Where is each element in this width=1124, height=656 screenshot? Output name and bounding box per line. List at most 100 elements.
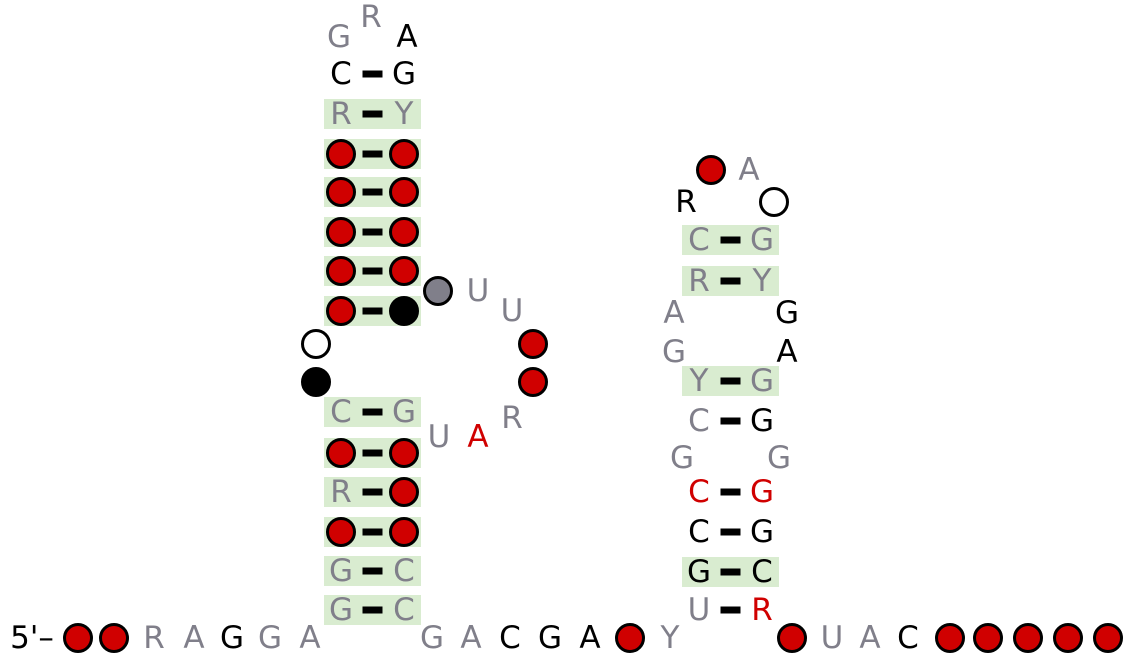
nucleotide-letter: A [299,620,320,656]
nucleotide-circle [389,139,419,169]
nucleotide-circle [326,296,356,326]
base-pair-bond [720,377,741,385]
nucleotide-letter: U [821,620,844,656]
base-pair-bond [362,150,383,158]
nucleotide-letter: G [750,222,774,258]
base-pair-bond [362,110,383,118]
nucleotide-letter: A [738,152,759,188]
nucleotide-circle [759,187,789,217]
base-pair-bond [362,449,383,457]
nucleotide-circle [389,296,419,326]
nucleotide-letter: G [767,440,791,476]
nucleotide-circle [1013,623,1043,653]
nucleotide-letter: C [688,514,710,550]
nucleotide-circle [696,155,726,185]
nucleotide-letter: A [396,19,417,55]
base-pair-bond [362,408,383,416]
nucleotide-circle [389,517,419,547]
base-pair-bond [362,70,383,78]
nucleotide-letter: Y [689,363,709,399]
nucleotide-letter: C [330,394,352,430]
nucleotide-letter: C [688,403,710,439]
nucleotide-letter: G [329,592,353,628]
nucleotide-circle [1053,623,1083,653]
base-pair-bond [362,188,383,196]
nucleotide-circle [301,329,331,359]
nucleotide-letter: R [501,400,523,436]
nucleotide-letter: U [688,592,711,628]
nucleotide-circle [1093,623,1123,653]
nucleotide-letter: C [751,554,773,590]
nucleotide-letter: R [143,620,165,656]
base-pair-bond [720,277,741,285]
base-pair-bond [720,488,741,496]
nucleotide-circle [615,623,645,653]
nucleotide-letter: A [460,620,481,656]
nucleotide-letter: G [392,394,416,430]
base-pair-bond [720,236,741,244]
nucleotide-circle [301,367,331,397]
nucleotide-letter: C [330,56,352,92]
nucleotide-letter: C [688,222,710,258]
nucleotide-letter: C [688,474,710,510]
nucleotide-letter: G [392,56,416,92]
nucleotide-letter: G [258,620,282,656]
nucleotide-letter: C [393,553,415,589]
nucleotide-letter: Y [394,96,414,132]
nucleotide-circle [326,177,356,207]
nucleotide-circle [326,217,356,247]
nucleotide-letter: G [420,620,444,656]
nucleotide-letter: A [183,620,204,656]
nucleotide-letter: Y [660,620,680,656]
nucleotide-circle [326,517,356,547]
nucleotide-letter: U [467,273,490,309]
nucleotide-letter: A [467,419,488,455]
nucleotide-letter: R [360,0,382,35]
nucleotide-letter: G [538,620,562,656]
nucleotide-letter: R [688,263,710,299]
base-pair-bond [362,228,383,236]
nucleotide-letter: G [750,363,774,399]
nucleotide-letter: G [327,19,351,55]
nucleotide-letter: U [501,293,524,329]
base-pair-bond [720,606,741,614]
five-prime-label: 5'– [10,620,54,656]
nucleotide-letter: A [663,295,684,331]
nucleotide-letter: G [670,440,694,476]
nucleotide-letter: R [330,474,352,510]
nucleotide-letter: G [687,554,711,590]
nucleotide-circle [935,623,965,653]
nucleotide-circle [326,438,356,468]
nucleotide-circle [389,177,419,207]
nucleotide-circle [423,276,453,306]
nucleotide-letter: G [662,334,686,370]
nucleotide-circle [389,438,419,468]
base-pair-bond [362,488,383,496]
nucleotide-circle [777,623,807,653]
nucleotide-letter: Y [752,263,772,299]
base-pair-bond [362,567,383,575]
nucleotide-letter: A [859,620,880,656]
nucleotide-letter: G [220,620,244,656]
nucleotide-circle [973,623,1003,653]
nucleotide-letter: U [428,419,451,455]
nucleotide-circle [326,256,356,286]
nucleotide-circle [518,367,548,397]
base-pair-bonds-layer [362,70,741,614]
nucleotide-circle [326,139,356,169]
base-pair-bond [362,606,383,614]
nucleotide-letter: A [776,334,797,370]
base-pair-bond [362,307,383,315]
nucleotide-circle [63,623,93,653]
nucleotide-letter: R [330,96,352,132]
nucleotide-letter: G [329,553,353,589]
nucleotide-letter: G [750,474,774,510]
base-pair-bond [720,528,741,536]
nucleotide-circle [389,217,419,247]
nucleotide-circle [389,256,419,286]
nucleotide-letter: C [499,620,521,656]
base-pair-bond [720,568,741,576]
nucleotide-letter: R [751,592,773,628]
